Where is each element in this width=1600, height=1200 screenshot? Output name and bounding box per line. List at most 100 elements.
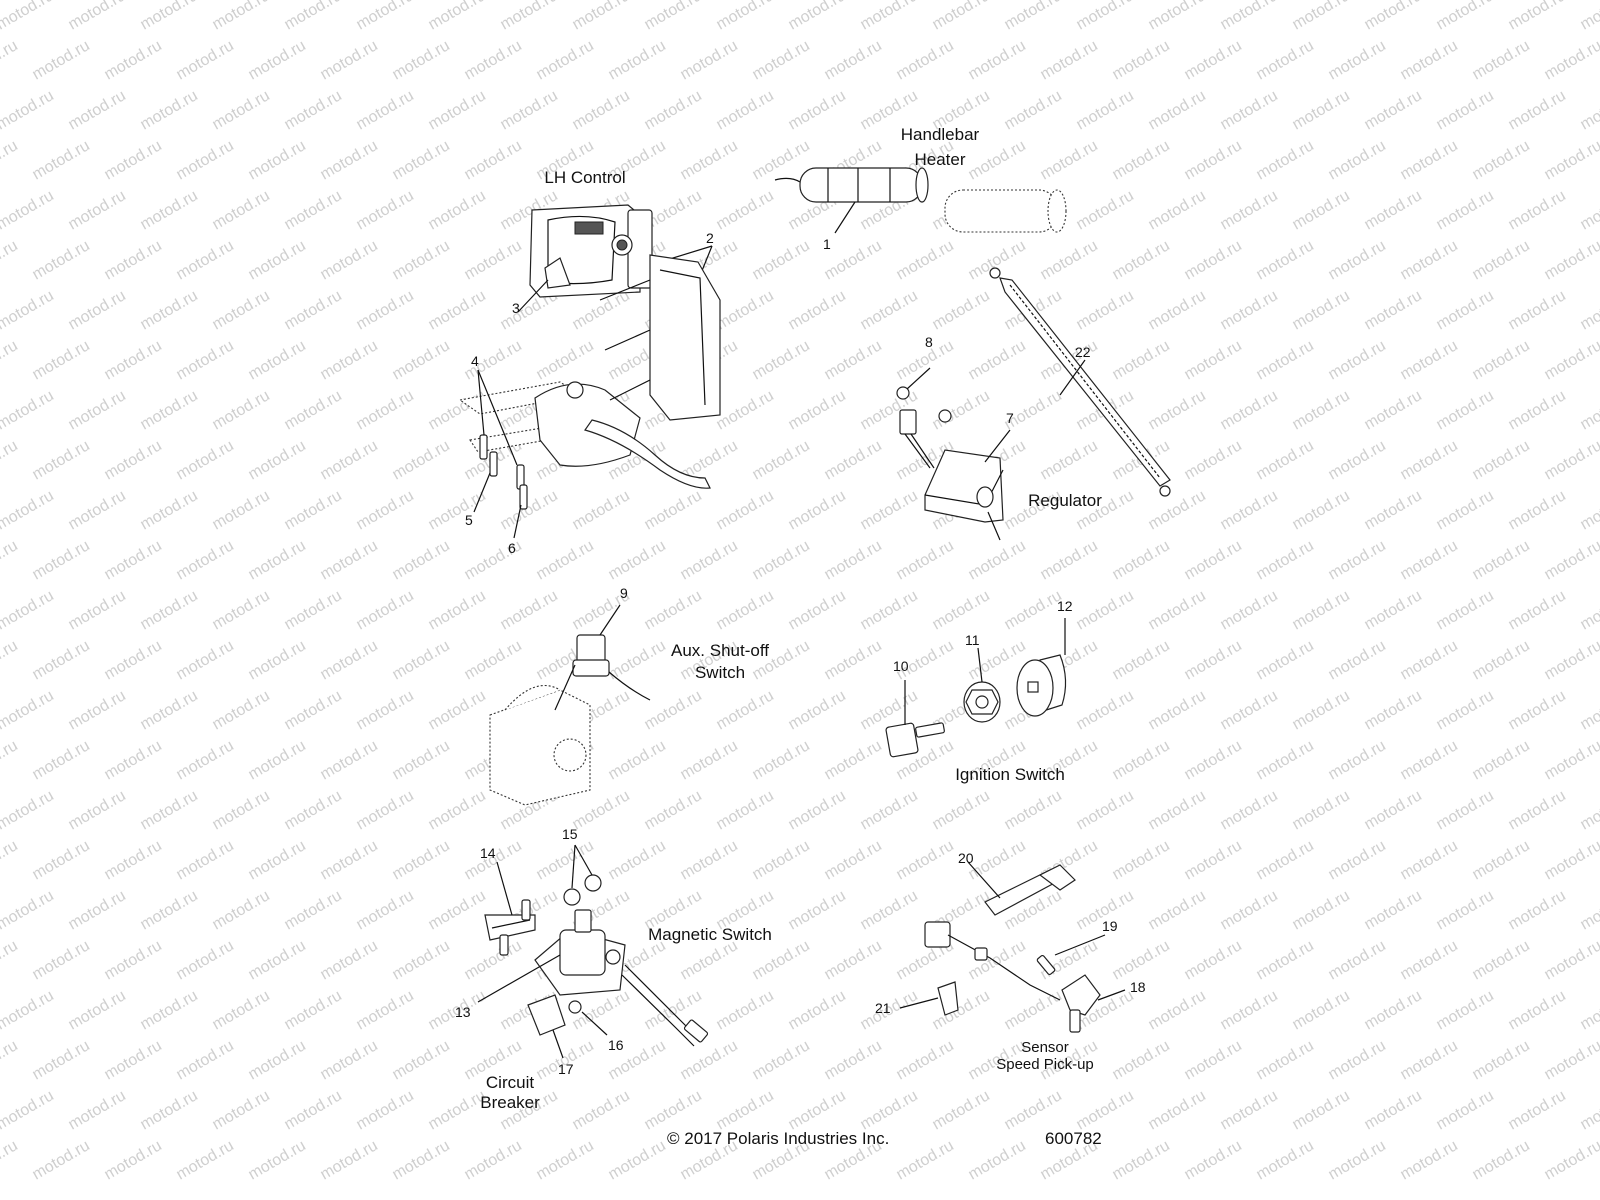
watermark-text: motod.ru: [858, 587, 921, 633]
watermark-text: motod.ru: [1578, 87, 1600, 133]
watermark-text: motod.ru: [1290, 0, 1353, 33]
watermark-text: motod.ru: [30, 1037, 93, 1083]
watermark-text: motod.ru: [1074, 0, 1137, 33]
watermark-text: motod.ru: [282, 387, 345, 433]
watermark-text: motod.ru: [606, 837, 669, 883]
watermark-text: motod.ru: [1362, 287, 1425, 333]
callout-19: 19: [1102, 918, 1118, 934]
watermark-text: motod.ru: [1398, 737, 1461, 783]
watermark-text: motod.ru: [0, 37, 21, 83]
watermark-text: motod.ru: [354, 387, 417, 433]
watermark-text: motod.ru: [570, 0, 633, 33]
watermark-text: motod.ru: [1074, 87, 1137, 133]
watermark-text: motod.ru: [0, 237, 21, 283]
watermark-text: motod.ru: [30, 437, 93, 483]
watermark-text: motod.ru: [1218, 887, 1281, 933]
watermark-text: motod.ru: [318, 237, 381, 283]
watermark-text: motod.ru: [1146, 187, 1209, 233]
watermark-text: motod.ru: [786, 887, 849, 933]
callout-18: 18: [1130, 979, 1146, 995]
watermark-text: motod.ru: [1578, 987, 1600, 1033]
watermark-text: motod.ru: [822, 737, 885, 783]
watermark-text: motod.ru: [570, 1087, 633, 1133]
watermark-text: motod.ru: [138, 0, 201, 33]
watermark-text: motod.ru: [570, 487, 633, 533]
watermark-text: motod.ru: [390, 137, 453, 183]
watermark-text: motod.ru: [570, 787, 633, 833]
watermark-text: motod.ru: [966, 337, 1029, 383]
watermark-text: motod.ru: [1182, 37, 1245, 83]
watermark-text: motod.ru: [174, 1037, 237, 1083]
watermark-text: motod.ru: [210, 287, 273, 333]
callout-17: 17: [558, 1061, 574, 1077]
watermark-text: motod.ru: [318, 937, 381, 983]
watermark-text: motod.ru: [1218, 987, 1281, 1033]
watermark-text: motod.ru: [1578, 287, 1600, 333]
watermark-text: motod.ru: [138, 187, 201, 233]
callout-7: 7: [1006, 410, 1014, 426]
watermark-text: motod.ru: [318, 137, 381, 183]
watermark-text: motod.ru: [750, 737, 813, 783]
watermark-text: motod.ru: [1218, 587, 1281, 633]
watermark-text: motod.ru: [246, 937, 309, 983]
watermark-text: motod.ru: [30, 1137, 93, 1183]
watermark-text: motod.ru: [210, 487, 273, 533]
callout-20: 20: [958, 850, 974, 866]
watermark-text: motod.ru: [354, 187, 417, 233]
watermark-text: motod.ru: [1506, 287, 1569, 333]
watermark-text: motod.ru: [930, 0, 993, 33]
magnetic-switch-drawing: [477, 844, 709, 1059]
watermark-text: motod.ru: [1146, 687, 1209, 733]
watermark-text: motod.ru: [0, 887, 57, 933]
watermark-text: motod.ru: [1110, 1037, 1173, 1083]
watermark-text: motod.ru: [282, 1087, 345, 1133]
watermark-text: motod.ru: [1326, 37, 1389, 83]
watermark-text: motod.ru: [354, 987, 417, 1033]
watermark-text: motod.ru: [1470, 137, 1533, 183]
watermark-text: motod.ru: [1434, 487, 1497, 533]
watermark-text: motod.ru: [1578, 787, 1600, 833]
watermark-text: motod.ru: [750, 1037, 813, 1083]
watermark-text: motod.ru: [714, 987, 777, 1033]
watermark-text: motod.ru: [246, 837, 309, 883]
watermark-text: motod.ru: [30, 837, 93, 883]
watermark-text: motod.ru: [1218, 87, 1281, 133]
watermark-text: motod.ru: [0, 737, 21, 783]
watermark-text: motod.ru: [390, 637, 453, 683]
watermark-text: motod.ru: [318, 737, 381, 783]
watermark-text: motod.ru: [534, 1137, 597, 1183]
watermark-text: motod.ru: [426, 87, 489, 133]
watermark-text: motod.ru: [1542, 437, 1600, 483]
watermark-text: motod.ru: [822, 437, 885, 483]
watermark-text: motod.ru: [498, 587, 561, 633]
watermark-text: motod.ru: [1398, 937, 1461, 983]
watermark-text: motod.ru: [390, 237, 453, 283]
watermark-text: motod.ru: [426, 287, 489, 333]
watermark-text: motod.ru: [0, 337, 21, 383]
watermark-text: motod.ru: [822, 1037, 885, 1083]
watermark-text: motod.ru: [1110, 237, 1173, 283]
watermark-text: motod.ru: [174, 737, 237, 783]
watermark-text: motod.ru: [138, 1087, 201, 1133]
watermark-text: motod.ru: [642, 87, 705, 133]
speed-sensor-drawing: [899, 861, 1126, 1033]
watermark-text: motod.ru: [1434, 287, 1497, 333]
watermark-text: motod.ru: [1506, 987, 1569, 1033]
watermark-text: motod.ru: [1506, 387, 1569, 433]
watermark-text: motod.ru: [354, 787, 417, 833]
watermark-text: motod.ru: [1326, 1037, 1389, 1083]
watermark-text: motod.ru: [1506, 0, 1569, 33]
watermark-text: motod.ru: [390, 837, 453, 883]
watermark-text: motod.ru: [282, 187, 345, 233]
watermark-text: motod.ru: [1290, 187, 1353, 233]
watermark-text: motod.ru: [534, 537, 597, 583]
copyright-text: © 2017 Polaris Industries Inc.: [667, 1129, 890, 1148]
aux-shutoff-drawing: [489, 604, 651, 806]
watermark-text: motod.ru: [174, 37, 237, 83]
watermark-text: motod.ru: [1398, 137, 1461, 183]
watermark-text: motod.ru: [0, 187, 57, 233]
watermark-text: motod.ru: [1542, 1037, 1600, 1083]
watermark-text: motod.ru: [606, 737, 669, 783]
watermark-text: motod.ru: [1038, 37, 1101, 83]
watermark-text: motod.ru: [1470, 737, 1533, 783]
